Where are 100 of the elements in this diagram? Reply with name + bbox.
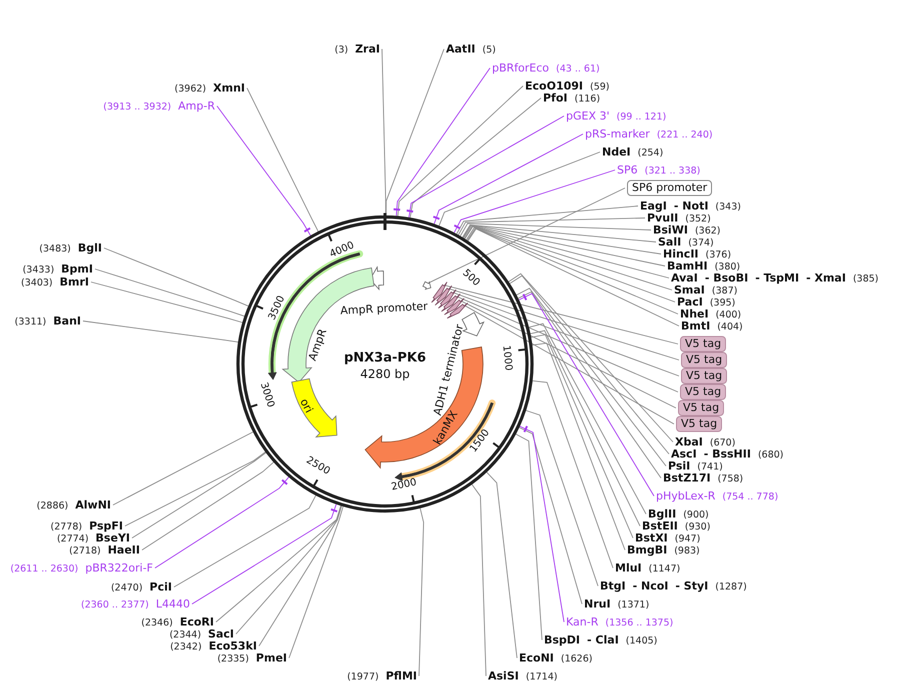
leader-line (428, 188, 626, 284)
enzyme-name: BglI (78, 242, 102, 254)
primer-name: Kan-R (566, 616, 598, 628)
enzyme-name: - StyI (675, 580, 708, 592)
scale-label: 2000 (390, 476, 418, 493)
site-position: (741) (697, 462, 723, 472)
leader-line (532, 342, 626, 550)
enzyme-name: SalI (658, 236, 682, 248)
feature-tag: V5 tag (680, 336, 726, 352)
enzyme-name: BstXI (635, 532, 668, 544)
leader-line (519, 426, 564, 622)
site-position: (380) (714, 262, 740, 272)
primer-name: pGEX 3' (566, 110, 610, 122)
site-position: (387) (712, 286, 738, 296)
site-position: (3311) (14, 316, 46, 328)
leader-line (457, 296, 678, 392)
feature-tag: V5 tag (681, 368, 728, 384)
enzyme-name: XmnI (213, 82, 245, 94)
feature-label: AmpR promoter (340, 300, 428, 318)
site-position: (374) (688, 238, 714, 248)
leader-line (532, 380, 614, 568)
feature-tag: SP6 promoter (627, 180, 712, 196)
enzyme-name: BglII (648, 508, 676, 520)
enzyme-name: NruI (584, 598, 611, 610)
leader-line (124, 452, 266, 526)
primer-name: pHybLex-R (656, 490, 716, 502)
leader-line (464, 305, 674, 424)
site-position: (1626) (560, 654, 592, 664)
site-position: (2342) (170, 642, 202, 652)
primer-position: (1356 .. 1375) (605, 618, 674, 628)
leader-line (438, 152, 600, 226)
enzyme-name: PmeI (256, 652, 287, 664)
site-position: (362) (694, 226, 720, 236)
enzyme-name: BstZ17I (663, 472, 711, 484)
leader-line (82, 320, 239, 343)
site-position: (116) (574, 94, 600, 104)
leader-line (454, 170, 616, 234)
enzyme-name: - ClaI (587, 634, 619, 646)
site-position: (2470) (110, 582, 143, 594)
feature-tag: V5 tag (681, 352, 728, 368)
primer-position: (321 .. 338) (644, 166, 700, 176)
enzyme-name: MluI (615, 562, 642, 574)
site-position: (2886) (36, 500, 68, 512)
enzyme-name: PciI (150, 580, 172, 594)
leader-line (471, 484, 486, 676)
primer-name: SP6 (617, 164, 638, 176)
enzyme-name: - NotI (674, 200, 708, 212)
leader-line (246, 88, 319, 232)
leader-line (410, 98, 542, 218)
enzyme-name: SmaI (674, 284, 705, 296)
enzyme-name: PacI (677, 296, 703, 308)
leader-line (154, 476, 290, 568)
plasmid-name: pNX3a-PK6 (344, 350, 426, 366)
leader-line (216, 106, 311, 236)
feature-tag: V5 tag (678, 400, 724, 416)
enzyme-name: PsiI (668, 460, 690, 472)
site-position: (1714) (526, 672, 558, 682)
leader-line (515, 434, 542, 640)
leader-line (464, 226, 672, 290)
enzyme-name: BmgBI (627, 544, 668, 556)
enzyme-name: BpmI (61, 262, 93, 276)
scale-label: 3000 (258, 381, 276, 409)
enzyme-name: Eco53kI (208, 640, 257, 652)
primer-name: pBRforEco (492, 62, 550, 74)
enzyme-name: EagI (640, 200, 667, 212)
site-position: (900) (683, 510, 709, 520)
site-position: (2718) (69, 546, 101, 556)
leader-line (192, 504, 337, 604)
leader-line (462, 224, 662, 254)
enzyme-name: - BssHII (704, 448, 751, 460)
leader-line (418, 508, 424, 676)
leader-line (90, 282, 243, 323)
leader-line (453, 292, 680, 376)
enzyme-name: ZraI (355, 42, 380, 56)
enzyme-name: SacI (208, 628, 234, 640)
leader-line (132, 452, 266, 538)
enzyme-name: EcoO109I (525, 80, 583, 92)
leader-line (463, 225, 666, 266)
primer-name: pRS-marker (585, 128, 650, 140)
primer-position: (2360 .. 2377) (81, 600, 149, 610)
feature-tag: V5 tag (680, 384, 726, 400)
site-position: (59) (590, 82, 610, 92)
primer-position: (221 .. 240) (656, 130, 713, 140)
enzyme-name: EcoRI (180, 616, 214, 628)
enzyme-name: AvaI (671, 272, 698, 284)
site-position: (3962) (174, 84, 206, 94)
enzyme-name: AscI (671, 448, 697, 460)
feature-label: AmpR (306, 328, 330, 362)
primer-name: Amp-R (178, 100, 215, 112)
site-position: (1405) (626, 636, 658, 646)
primer-name: pBR322ori-F (85, 562, 153, 574)
leader-line (456, 206, 638, 234)
primer-position: (2611 .. 2630) (10, 564, 78, 574)
site-position: (385) (852, 274, 878, 284)
site-position: (5) (482, 44, 496, 56)
enzyme-name: - NcoI (632, 580, 668, 592)
leader-line (288, 506, 344, 658)
enzyme-name: PflMI (386, 670, 417, 682)
enzyme-name: PfoI (543, 92, 568, 104)
leader-line (464, 226, 670, 278)
